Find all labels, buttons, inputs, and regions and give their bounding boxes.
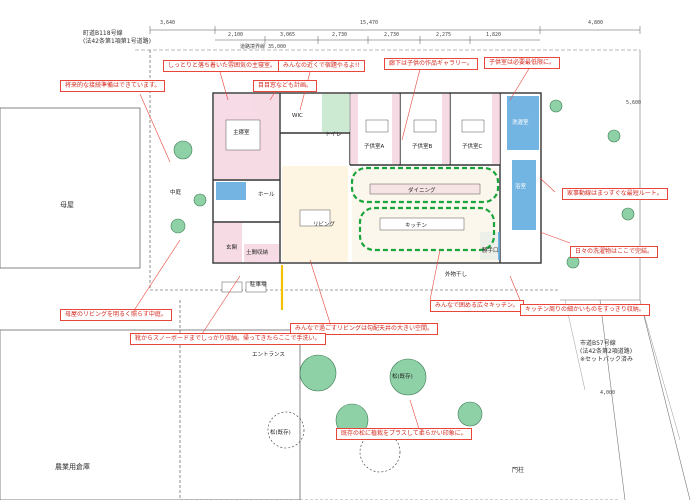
dim-top-total: 15,470 <box>360 20 379 26</box>
room-outdoor: 外物干し <box>445 272 468 278</box>
road-right-title: 市道B57号線 <box>580 340 616 347</box>
callout-master-bedroom: しっとりと落ち着いた雰囲気の主寝室。 <box>163 60 282 72</box>
callout-kitchen-storage: キッチン周りの細かいものをすっきり収納。 <box>520 304 650 316</box>
room-dining: ダイニング <box>408 188 436 194</box>
room-toilet: トイレ <box>325 132 342 138</box>
dim-seg3: 2,730 <box>332 32 348 38</box>
road-right: 市道B57号線 (法42条第2項道路) ※セットバック済み <box>580 340 633 364</box>
dim-seg4: 2,730 <box>384 32 400 38</box>
room-wic: WIC <box>292 113 303 119</box>
room-kitchen: キッチン <box>405 223 428 229</box>
callout-living: みんなで過ごすリビングは勾配天井の大きい空間。 <box>290 323 439 335</box>
room-utility: 勝手口 <box>482 248 499 254</box>
callout-kids-rooms: 子供室は必要最低限に。 <box>484 57 561 69</box>
green-wic <box>322 94 350 132</box>
callout-laundry: 日々の洗濯物はここで完結。 <box>570 246 659 258</box>
callout-windows: 目目窓なども計画。 <box>253 80 318 92</box>
callout-entry-storage: 靴からスノーボードまでしっかり収納。帰ってきたらここで手洗い。 <box>130 333 326 345</box>
room-child-b: 子供室B <box>412 144 433 150</box>
neighbor-buildings <box>0 107 301 500</box>
top-dimension-lines <box>149 26 641 44</box>
road-right-sub: (法42条第2項道路) <box>580 348 633 355</box>
dim-seg6: 1,820 <box>486 32 502 38</box>
dim-seg1: 2,100 <box>228 32 244 38</box>
road-hatching <box>564 299 681 441</box>
gate-post: 門柱 <box>512 467 525 474</box>
dim-top-left: 3,640 <box>160 20 176 26</box>
pine-trees <box>267 411 401 473</box>
dim-right2: 5,600 <box>626 100 642 106</box>
label-approach: エントランス <box>252 352 285 358</box>
dim-top-right: 4,800 <box>588 20 604 26</box>
callout-future-connection: 将来的な接続準備はできています。 <box>60 80 166 92</box>
callout-kitchen: みんなで囲める広々キッチン。 <box>430 300 524 312</box>
room-courtyard: 中庭 <box>170 190 182 196</box>
room-living: リビング <box>313 222 336 228</box>
callout-pine: 既存の松に植栽をプラスして柔らかい印象に。 <box>336 428 472 440</box>
callout-courtyard: 母屋のリビングを明るく照らす中庭。 <box>60 309 172 321</box>
road-top-left-sub: (法42条第1項第1号道路) <box>83 38 151 45</box>
label-pine2: 松(既存) <box>392 374 413 380</box>
dim-road-line: 道路境界線 35,000 <box>240 44 287 50</box>
room-child-a: 子供室A <box>364 144 385 150</box>
callout-leaders <box>132 66 571 433</box>
callout-gallery: 廊下は子供の作品ギャラリー。 <box>384 58 478 70</box>
room-entrance: 玄関 <box>226 245 238 251</box>
neighbor-warehouse: 農業用倉庫 <box>55 463 90 471</box>
room-child-c: 子供室C <box>462 144 483 150</box>
dim-right1: 4,000 <box>600 390 616 396</box>
neighbor-main-house: 母屋 <box>60 201 74 209</box>
furniture <box>221 119 485 293</box>
label-parking: 駐車場 <box>250 282 267 288</box>
road-right-note: ※セットバック済み <box>580 356 634 363</box>
room-laundry: 洗濯室 <box>512 120 529 126</box>
room-bath: 浴室 <box>515 184 527 190</box>
road-top-left: 町道B118号線 (法42条第1項第1号道路) <box>83 30 151 46</box>
dim-seg2: 3,065 <box>280 32 296 38</box>
circulation-routes <box>350 166 500 252</box>
room-hall: ホール <box>258 192 275 198</box>
callout-housework-route: 家事動線はまっすぐな最短ルート。 <box>562 188 668 200</box>
road-top-left-title: 町道B118号線 <box>83 30 123 37</box>
callout-homework: みんなの近くで宿題やるよ!! <box>278 60 365 72</box>
room-master: 主寝室 <box>233 130 250 136</box>
room-storage: 土間収納 <box>246 250 269 256</box>
dim-seg5: 2,275 <box>436 32 452 38</box>
label-pine1: 松(既存) <box>270 430 291 436</box>
